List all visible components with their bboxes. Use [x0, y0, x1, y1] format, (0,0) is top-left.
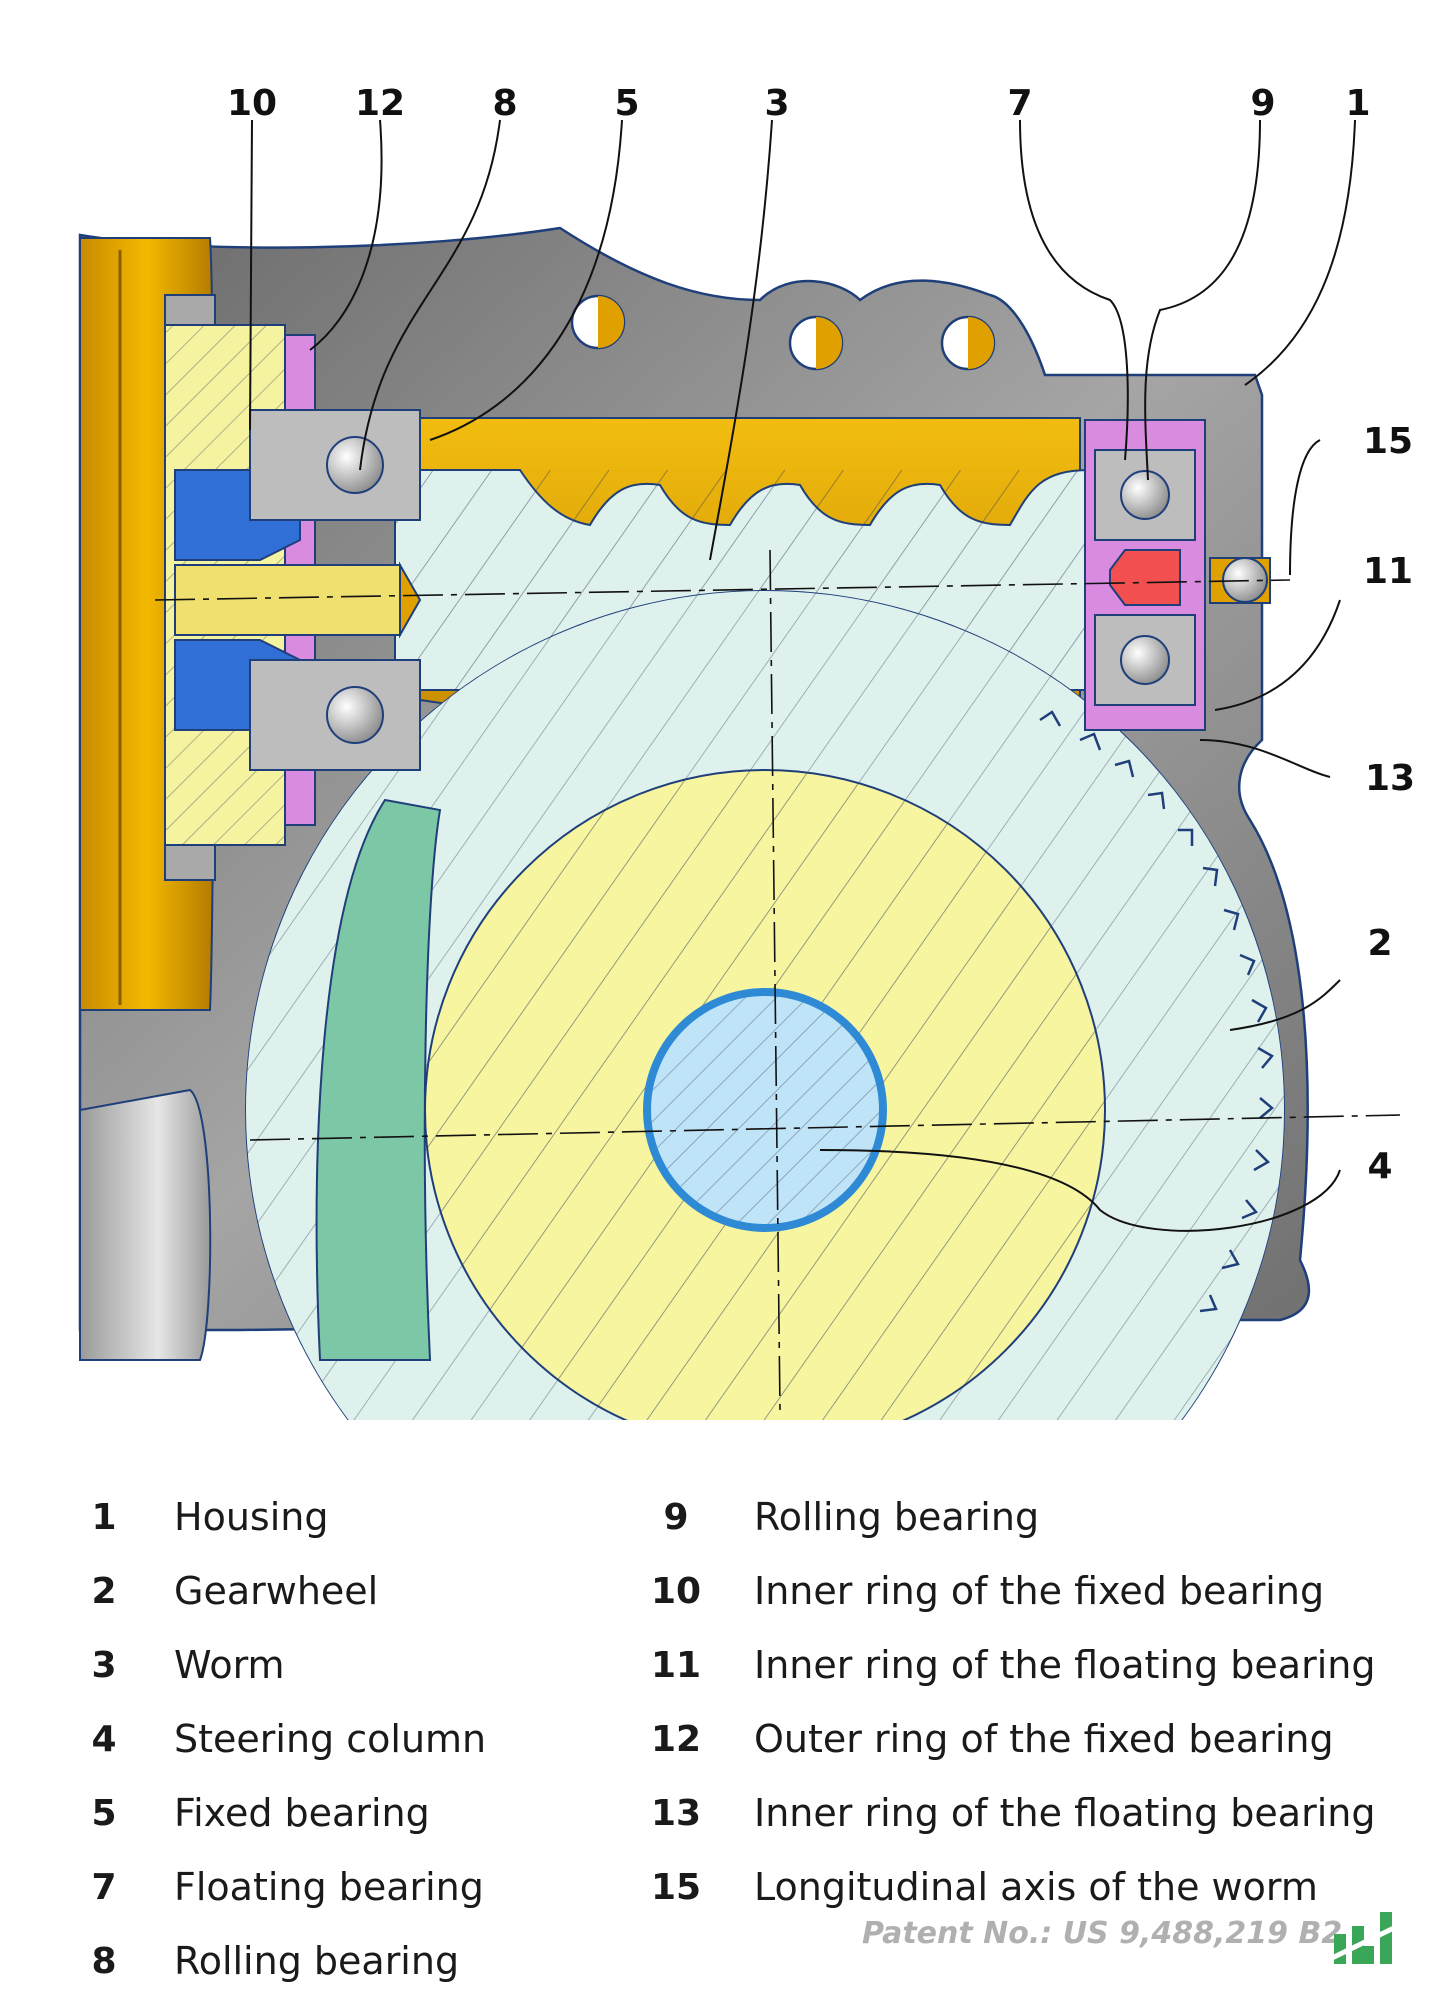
legend-column-right: 9 Rolling bearing 10 Inner ring of the f…: [640, 1480, 1400, 1924]
legend-item: 2 Gearwheel: [80, 1554, 640, 1628]
callout-10: 10: [227, 83, 277, 124]
legend-item: 4 Steering column: [80, 1702, 640, 1776]
gear-teeth: [1039, 710, 1274, 1313]
legend-number: 1: [91, 1496, 117, 1538]
legend-number: 13: [650, 1792, 702, 1834]
legend-number: 4: [91, 1718, 117, 1760]
legend-number: 9: [663, 1496, 689, 1538]
legend-number: 12: [650, 1718, 702, 1760]
rolling-bearing-ball: [326, 436, 384, 494]
legend-label: Fixed bearing: [174, 1791, 430, 1835]
gear-axis-horizontal: [249, 1114, 1401, 1141]
callout-1: 1: [1345, 83, 1370, 124]
worm-axis: [154, 579, 1291, 601]
inner-ring-floating-bearing: [1109, 549, 1181, 606]
legend-item: 10 Inner ring of the fixed bearing: [640, 1554, 1400, 1628]
callout-15: 15: [1363, 421, 1413, 462]
legend-label: Housing: [174, 1495, 329, 1539]
callout-5: 5: [614, 83, 639, 124]
legend-label: Steering column: [174, 1717, 487, 1761]
legend-label: Longitudinal axis of the worm: [754, 1865, 1318, 1909]
legend-label: Inner ring of the floating bearing: [754, 1791, 1376, 1835]
legend-number: 7: [91, 1866, 117, 1908]
gear-segment: [315, 798, 442, 1361]
legend: 1 Housing 2 Gearwheel 3 Worm 4 Steering …: [0, 1450, 1456, 1983]
legend-label: Inner ring of the floating bearing: [754, 1643, 1376, 1687]
legend-item: 15 Longitudinal axis of the worm: [640, 1850, 1400, 1924]
bottom-tube: [79, 1088, 212, 1361]
legend-item: 11 Inner ring of the floating bearing: [640, 1628, 1400, 1702]
callout-9: 9: [1250, 83, 1275, 124]
legend-label: Rolling bearing: [174, 1939, 460, 1983]
rolling-bearing-ball: [1120, 470, 1170, 520]
legend-label: Outer ring of the fixed bearing: [754, 1717, 1334, 1761]
legend-item: 9 Rolling bearing: [640, 1480, 1400, 1554]
worm-gear-cross-section: 10 12 8 5 3 7 9 1 15 11 13 2 4: [78, 83, 1415, 1420]
callout-12: 12: [355, 83, 405, 124]
legend-item: 7 Floating bearing: [80, 1850, 640, 1924]
callout-8: 8: [492, 83, 517, 124]
legend-item: 1 Housing: [80, 1480, 640, 1554]
callout-2: 2: [1367, 923, 1392, 964]
callout-3: 3: [764, 83, 789, 124]
legend-item: 13 Inner ring of the floating bearing: [640, 1776, 1400, 1850]
legend-number: 11: [650, 1644, 702, 1686]
legend-number: 2: [91, 1570, 117, 1612]
legend-item: 3 Worm: [80, 1628, 640, 1702]
legend-label: Worm: [174, 1643, 285, 1687]
legend-number: 3: [91, 1644, 117, 1686]
callout-11: 11: [1363, 551, 1413, 592]
callout-4: 4: [1367, 1146, 1392, 1187]
callout-13: 13: [1365, 758, 1415, 799]
legend-item: 12 Outer ring of the fixed bearing: [640, 1702, 1400, 1776]
shaft-pin: [174, 564, 401, 636]
gear-axis-vertical: [769, 549, 781, 1411]
patent-number: Patent No.: US 9,488,219 B2: [862, 1916, 1343, 1951]
legend-column-left: 1 Housing 2 Gearwheel 3 Worm 4 Steering …: [80, 1480, 640, 1998]
legend-label: Gearwheel: [174, 1569, 379, 1613]
legend-number: 5: [91, 1792, 117, 1834]
legend-item: 5 Fixed bearing: [80, 1776, 640, 1850]
company-logo: [1330, 1912, 1400, 1964]
legend-label: Inner ring of the fixed bearing: [754, 1569, 1325, 1613]
legend-number: 8: [91, 1940, 117, 1982]
legend-item: 8 Rolling bearing: [80, 1924, 640, 1998]
legend-number: 15: [650, 1866, 702, 1908]
legend-number: 10: [650, 1570, 702, 1612]
legend-label: Floating bearing: [174, 1865, 484, 1909]
callout-7: 7: [1007, 83, 1032, 124]
legend-label: Rolling bearing: [754, 1495, 1040, 1539]
